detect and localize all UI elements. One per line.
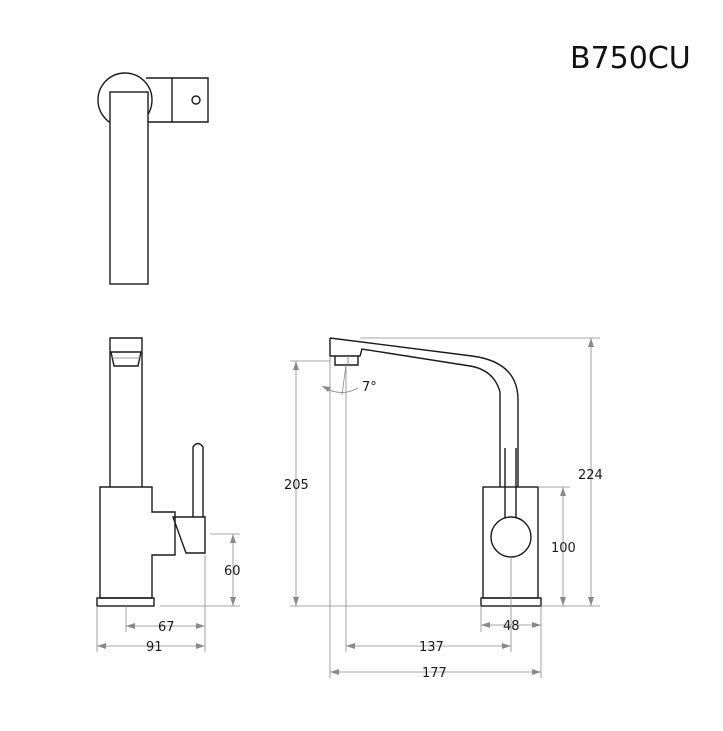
- dim-arrow: [293, 597, 299, 606]
- dim-arrow: [97, 643, 106, 649]
- dim-label-224: 224: [578, 468, 603, 483]
- top-view: [97, 72, 209, 285]
- angle-ray-line: [341, 364, 347, 396]
- dim-label-137: 137: [419, 640, 444, 655]
- side-view-handle-block: [172, 516, 206, 554]
- front-view-spout-upper: [329, 337, 519, 487]
- dim-label-67: 67: [158, 620, 175, 635]
- dim-arrow: [532, 622, 541, 628]
- dim-arrow: [126, 623, 135, 629]
- side-view: 60 67 91: [96, 337, 241, 655]
- dim-arrow: [560, 597, 566, 606]
- dim-arrow: [293, 361, 299, 370]
- side-view-spout-column: [109, 337, 143, 487]
- dim-arrow: [588, 597, 594, 606]
- dim-arrow: [502, 643, 511, 649]
- angle-arrow: [322, 386, 331, 392]
- dim-arrow: [230, 534, 236, 543]
- top-view-handle-body: [146, 77, 209, 123]
- front-view-spout-lower: [329, 338, 501, 487]
- dim-label-100: 100: [551, 541, 576, 556]
- side-view-aerator: [110, 351, 142, 367]
- dim-arrow: [346, 643, 355, 649]
- dim-label-205: 205: [284, 478, 309, 493]
- top-view-handle-pin: [191, 95, 201, 105]
- side-view-base-plate: [96, 597, 155, 607]
- dim-arrow: [196, 623, 205, 629]
- dim-arrow: [481, 622, 490, 628]
- dim-label-177: 177: [422, 666, 447, 681]
- dim-arrow: [230, 597, 236, 606]
- dim-label-91: 91: [146, 640, 163, 655]
- front-view-aerator: [334, 356, 359, 366]
- front-view-handle-disc: [490, 516, 532, 558]
- angle-label: 7°: [362, 380, 377, 395]
- side-view-handle-lever: [192, 442, 204, 517]
- dim-arrow: [588, 338, 594, 347]
- dim-arrow: [330, 669, 339, 675]
- dim-arrow: [196, 643, 205, 649]
- top-view-spout: [109, 91, 149, 285]
- front-view: 7° 205 224 100 48 137: [284, 337, 603, 681]
- dim-arrow: [560, 487, 566, 496]
- side-view-body: [99, 486, 176, 599]
- dim-label-60: 60: [224, 564, 241, 579]
- dim-arrow: [532, 669, 541, 675]
- model-title: B750CU: [570, 41, 691, 76]
